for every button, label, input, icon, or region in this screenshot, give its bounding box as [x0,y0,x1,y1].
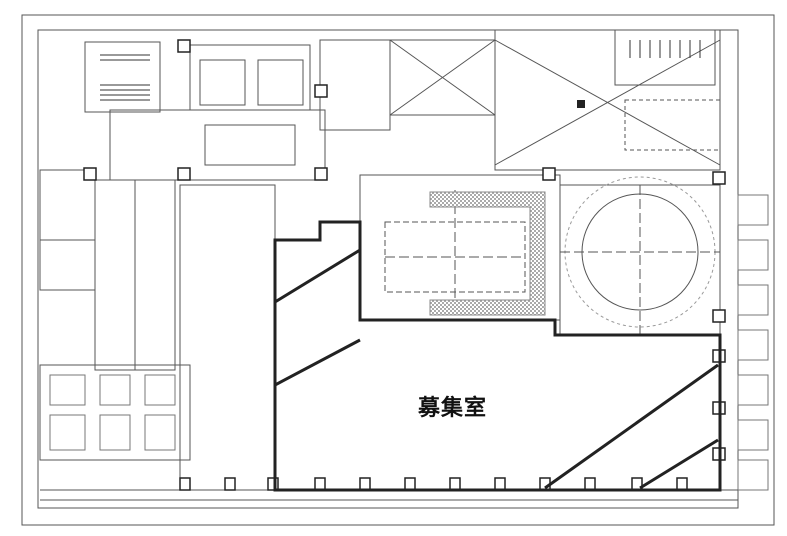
lobby-box [204,124,296,166]
available-room-outline [273,220,722,492]
elevator-2 [257,59,304,106]
elevator-hall [189,44,311,111]
stair-right [614,29,716,86]
hatched-area [429,191,546,316]
outer-wall [21,14,775,526]
elevator-1 [199,59,246,106]
stair-left [84,41,161,113]
inner-wall [37,29,739,509]
room-label: 募集室 [418,396,488,421]
